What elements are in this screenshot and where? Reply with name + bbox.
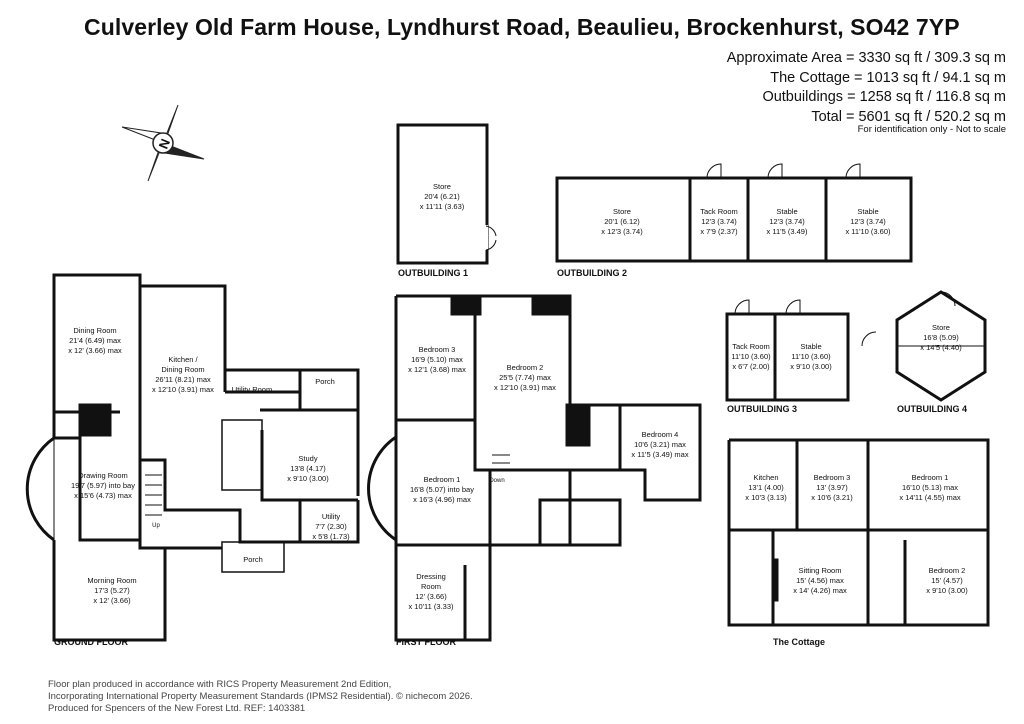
- first-floor-plan: [367, 294, 702, 642]
- ground-floor-plan: [25, 273, 360, 642]
- outbuilding-2-plan: [555, 163, 913, 263]
- area-summary: Approximate Area = 3330 sq ft / 309.3 sq…: [727, 49, 1006, 127]
- page-title: Culverley Old Farm House, Lyndhurst Road…: [84, 14, 960, 40]
- footer-line: Incorporating International Property Mea…: [48, 691, 473, 702]
- cottage-plan: [727, 438, 990, 627]
- room-label-porch-bottom: Porch: [243, 555, 263, 564]
- label-outbuilding-1: OUTBUILDING 1: [398, 268, 468, 278]
- footer-line: Produced for Spencers of the New Forest …: [48, 703, 306, 714]
- outbuilding-4-plan: [861, 290, 987, 402]
- room-label-porch-top: Porch: [315, 377, 335, 386]
- identification-note: For identification only - Not to scale: [857, 124, 1006, 135]
- area-line: Outbuildings = 1258 sq ft / 116.8 sq m: [762, 89, 1006, 105]
- footer-credits: Floor plan produced in accordance with R…: [48, 679, 473, 715]
- area-line: Total = 5601 sq ft / 520.2 sq m: [811, 108, 1006, 125]
- room-label-utility-room: Utility Room: [232, 385, 272, 394]
- compass-icon: [121, 104, 205, 182]
- label-ground-floor: GROUND FLOOR: [54, 637, 128, 647]
- stairs-down-label: Down: [489, 478, 504, 484]
- label-outbuilding-3: OUTBUILDING 3: [727, 404, 797, 414]
- area-line: Approximate Area = 3330 sq ft / 309.3 sq…: [726, 50, 1006, 66]
- label-outbuilding-2: OUTBUILDING 2: [557, 268, 627, 278]
- stairs-up-label: Up: [152, 523, 160, 529]
- label-outbuilding-4: OUTBUILDING 4: [897, 404, 967, 414]
- label-the-cottage: The Cottage: [773, 637, 825, 647]
- outbuilding-1-plan: [396, 123, 497, 265]
- area-line: The Cottage = 1013 sq ft / 94.1 sq m: [770, 69, 1006, 86]
- footer-line: Floor plan produced in accordance with R…: [48, 679, 392, 690]
- outbuilding-3-plan: [725, 299, 850, 402]
- label-first-floor: FIRST FLOOR: [396, 637, 456, 647]
